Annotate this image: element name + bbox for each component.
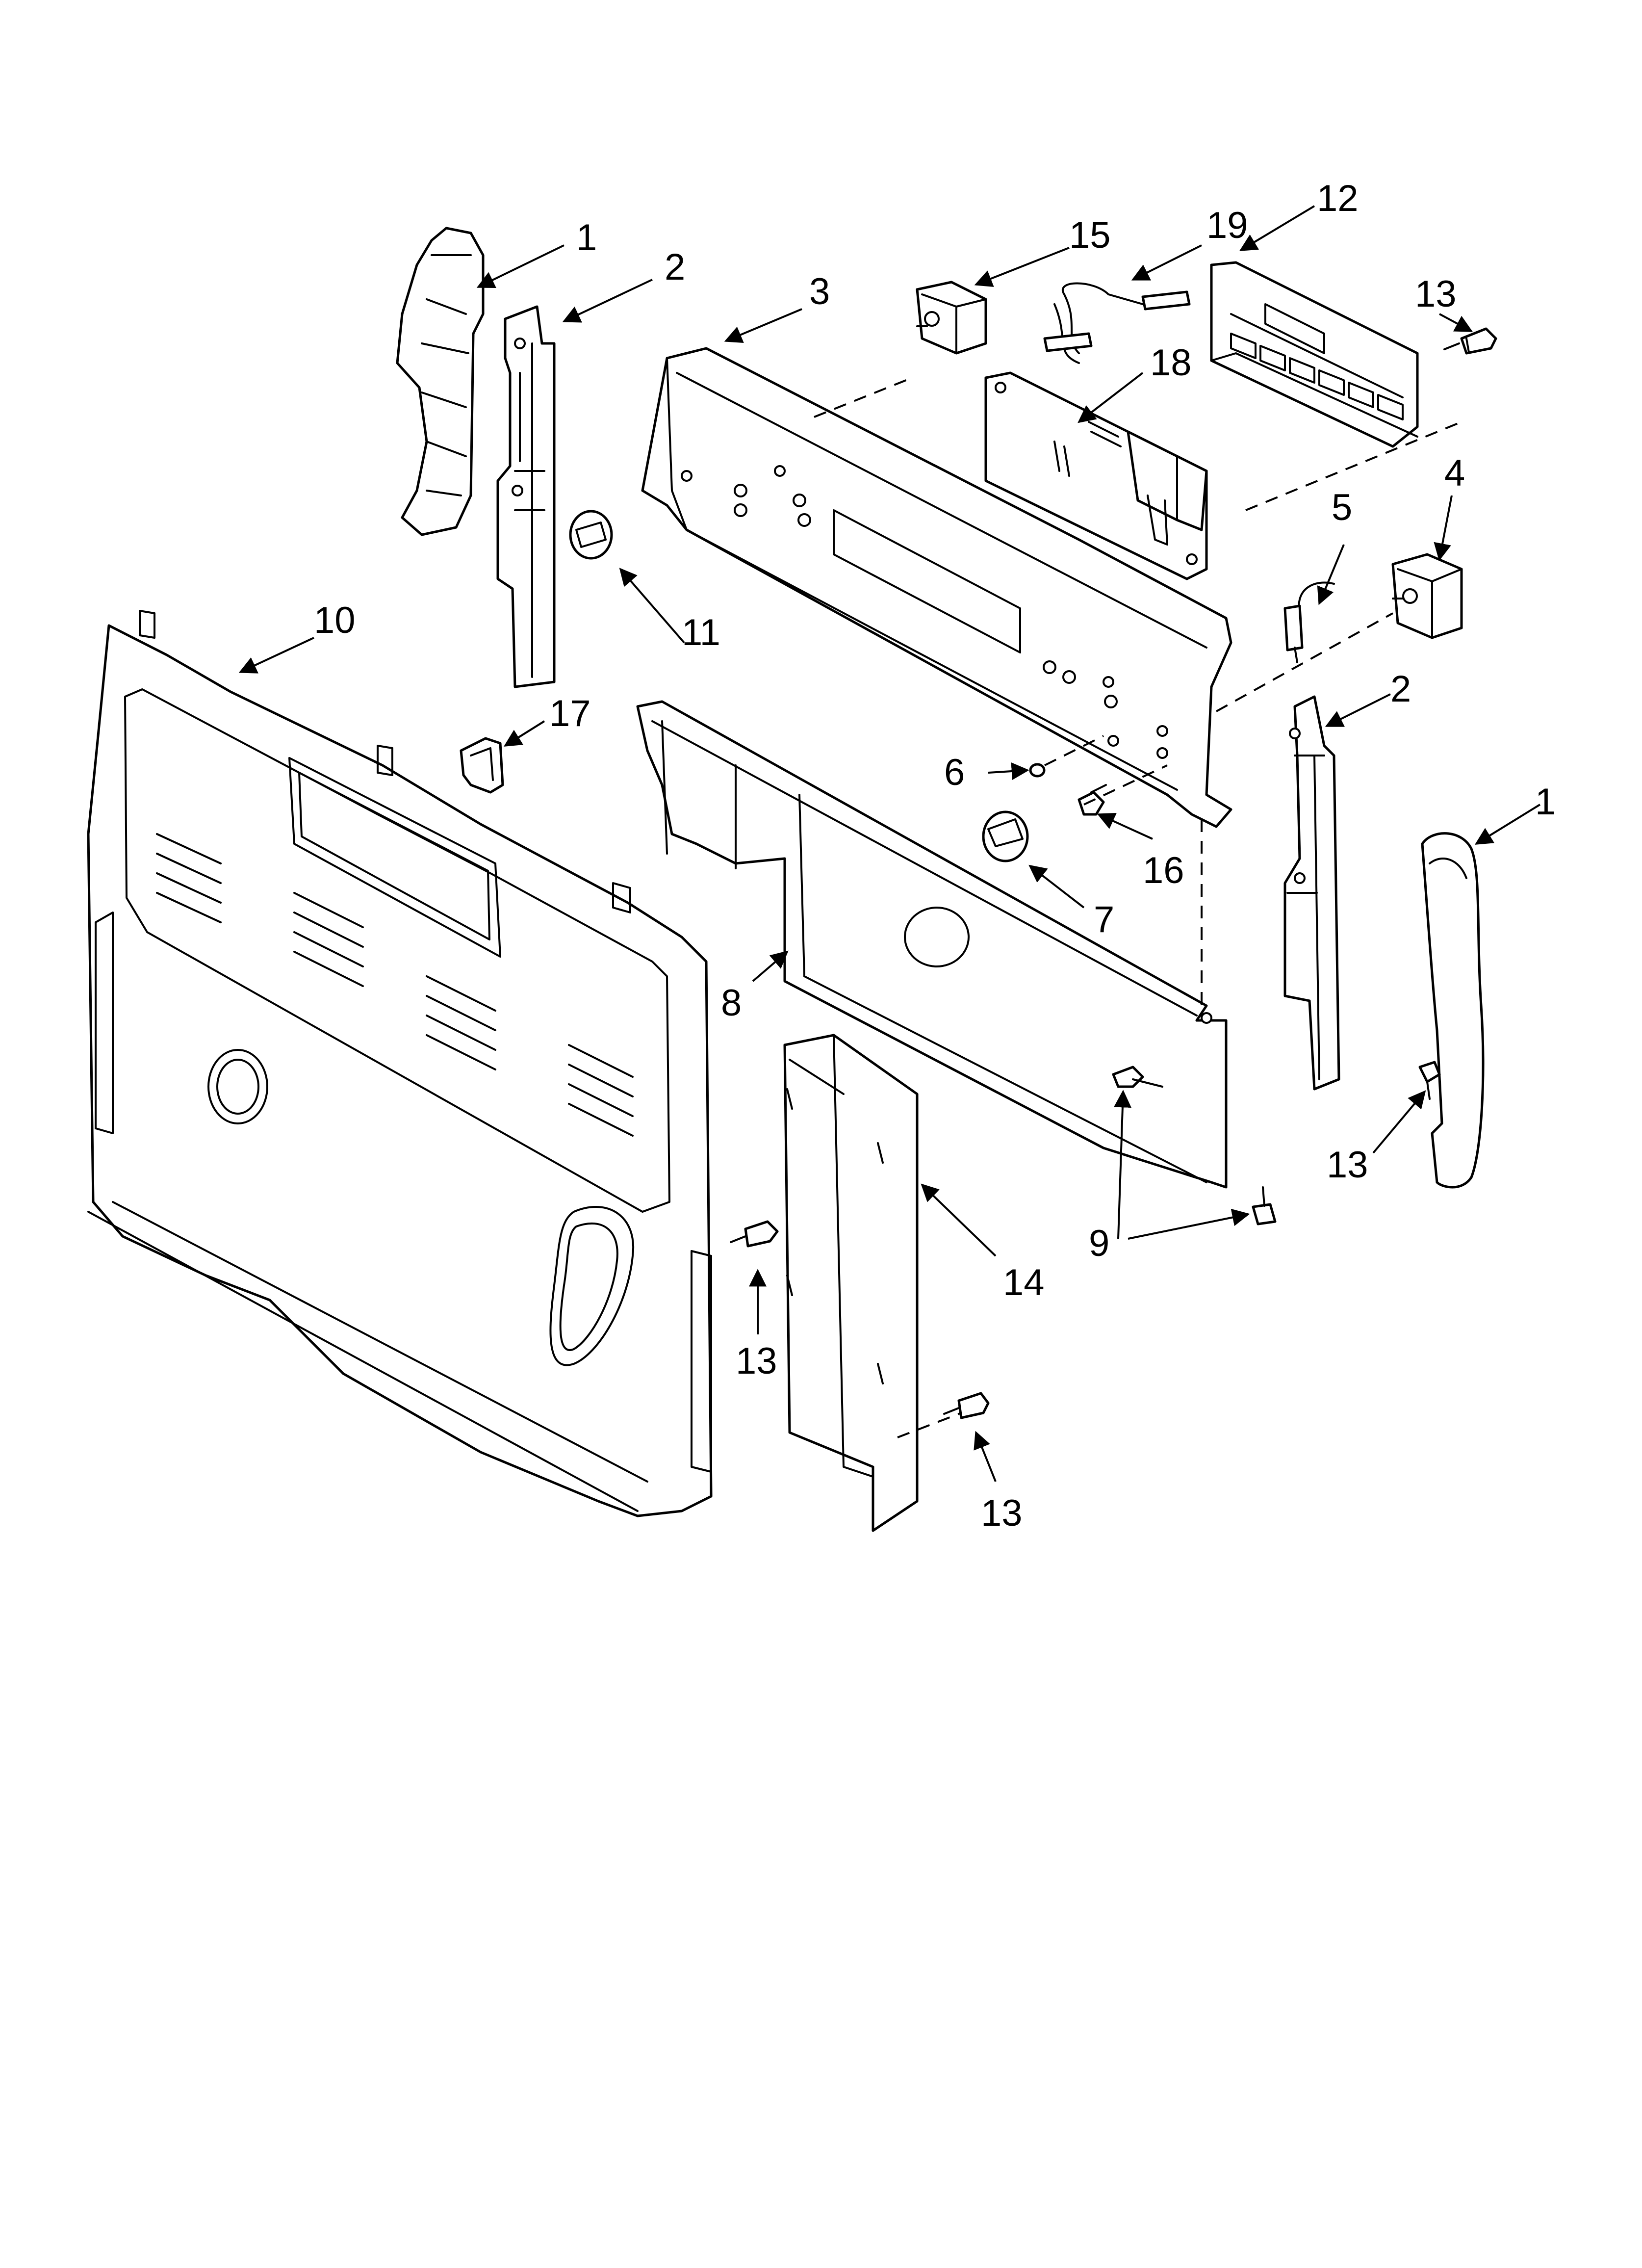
- console-frame-opening: [904, 907, 970, 967]
- callout-1-left: 1: [576, 217, 597, 259]
- clip-part-17: [460, 737, 504, 794]
- screw-part-6: [1029, 763, 1046, 778]
- callout-8: 8: [721, 982, 742, 1024]
- vent-slots-center: [293, 892, 364, 987]
- callout-17: 17: [549, 693, 591, 734]
- callout-6: 6: [944, 752, 965, 793]
- screw-part-9-lower: [1252, 1186, 1277, 1225]
- vent-slots-left: [156, 833, 222, 923]
- side-trim-part-14: [783, 1034, 919, 1532]
- callout-16: 16: [1143, 850, 1184, 891]
- callout-11: 11: [682, 612, 720, 653]
- knob-part-11: [569, 510, 613, 560]
- control-overlay-part-12: [1210, 261, 1419, 448]
- callout-19: 19: [1206, 205, 1248, 246]
- callout-9: 9: [1089, 1223, 1109, 1264]
- control-board-part-18: [984, 371, 1208, 580]
- callout-labels: 1 2 3 15 19 12 13 18 5 4 11 10 17 2 1 6 …: [314, 178, 1556, 1534]
- knob-part-7: [982, 810, 1029, 862]
- side-bracket-right-part-2: [1283, 695, 1340, 1091]
- wire-part-5: [1283, 581, 1335, 663]
- console-panel-part-3: [641, 347, 1232, 828]
- callout-18: 18: [1150, 342, 1192, 384]
- callout-13-lower-center: 13: [981, 1492, 1023, 1534]
- console-frame-part-8: [636, 700, 1228, 1189]
- callout-10: 10: [314, 600, 356, 641]
- overlay-buttons: [1230, 303, 1404, 420]
- screw-right-part-13: [1418, 1061, 1441, 1100]
- rear-panel-part-10: [87, 610, 713, 1517]
- callout-14: 14: [1003, 1262, 1045, 1303]
- leader-lines: [238, 205, 1541, 1482]
- side-bracket-left-part-2: [496, 305, 556, 688]
- callout-5: 5: [1332, 487, 1352, 528]
- switch-part-4: [1391, 553, 1463, 639]
- callout-1-right: 1: [1535, 781, 1556, 823]
- screw-lower-center-part-13: [943, 1392, 990, 1419]
- screw-lower-left-part-13: [730, 1220, 779, 1248]
- screw-top-right-part-13: [1443, 327, 1497, 355]
- callout-2-left: 2: [665, 246, 685, 288]
- vent-slots-middle: [426, 975, 496, 1070]
- wire-harness-part-19: [1043, 282, 1191, 364]
- callout-13-lower-left: 13: [736, 1340, 777, 1382]
- end-cap-right-part-1: [1421, 832, 1485, 1189]
- end-cap-left-part-1: [396, 227, 485, 536]
- callout-15: 15: [1069, 214, 1111, 256]
- callout-13-top: 13: [1415, 273, 1457, 315]
- screw-part-9-upper: [1112, 1066, 1163, 1088]
- oval-opening: [549, 1206, 635, 1366]
- callout-4: 4: [1444, 452, 1465, 494]
- assembly-lines: [814, 377, 1462, 1438]
- callout-7: 7: [1094, 899, 1114, 940]
- callout-12: 12: [1317, 178, 1359, 219]
- switch-part-15: [916, 281, 987, 355]
- console-holes: [681, 465, 1168, 759]
- screw-part-16: [1078, 784, 1107, 816]
- vent-slots-right: [568, 1044, 634, 1137]
- callout-13-right: 13: [1327, 1144, 1368, 1186]
- callout-3: 3: [809, 271, 830, 313]
- callout-2-right: 2: [1390, 668, 1411, 710]
